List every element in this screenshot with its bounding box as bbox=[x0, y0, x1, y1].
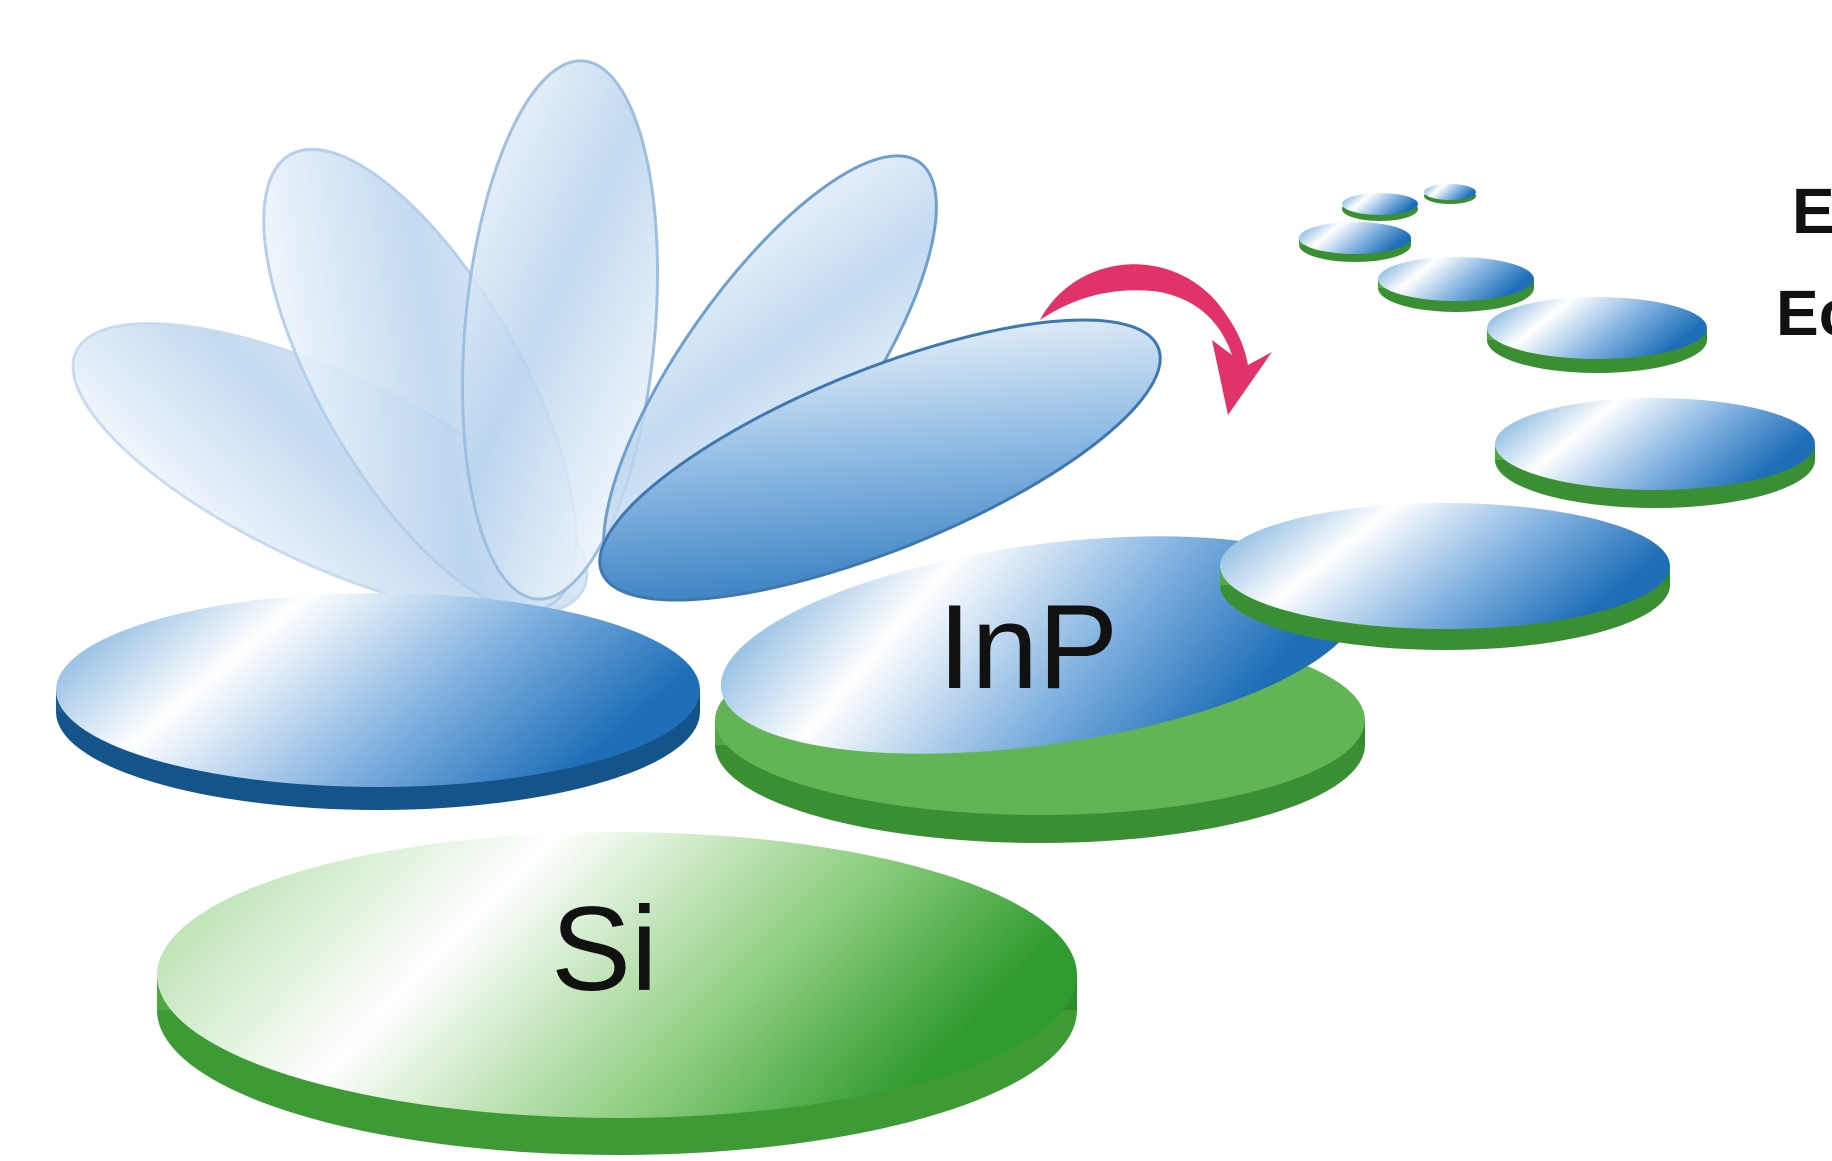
small-wafer-6 bbox=[1342, 193, 1418, 221]
si-label: Si bbox=[551, 882, 658, 1016]
inp-on-green-wafer bbox=[715, 536, 1365, 843]
small-wafers bbox=[1220, 184, 1815, 650]
petal-5 bbox=[598, 318, 1162, 602]
inp-wafer bbox=[720, 536, 1360, 754]
flip-arrow-icon bbox=[1040, 264, 1272, 415]
small-wafer-4 bbox=[1378, 257, 1534, 312]
cut-label-line1: E bbox=[1792, 175, 1832, 247]
petal-3 bbox=[460, 59, 660, 601]
small-wafer-2 bbox=[1495, 398, 1815, 508]
si-wafer bbox=[157, 832, 1077, 1155]
flip-petals bbox=[71, 59, 1162, 618]
small-wafer-5 bbox=[1299, 222, 1411, 262]
blue-wafer-left bbox=[56, 593, 700, 810]
small-wafer-7 bbox=[1424, 184, 1476, 204]
inp-label: InP bbox=[938, 580, 1118, 714]
cut-label-line2: Ec bbox=[1776, 277, 1832, 349]
small-wafer-3 bbox=[1487, 297, 1707, 373]
small-wafer-1 bbox=[1220, 503, 1670, 650]
